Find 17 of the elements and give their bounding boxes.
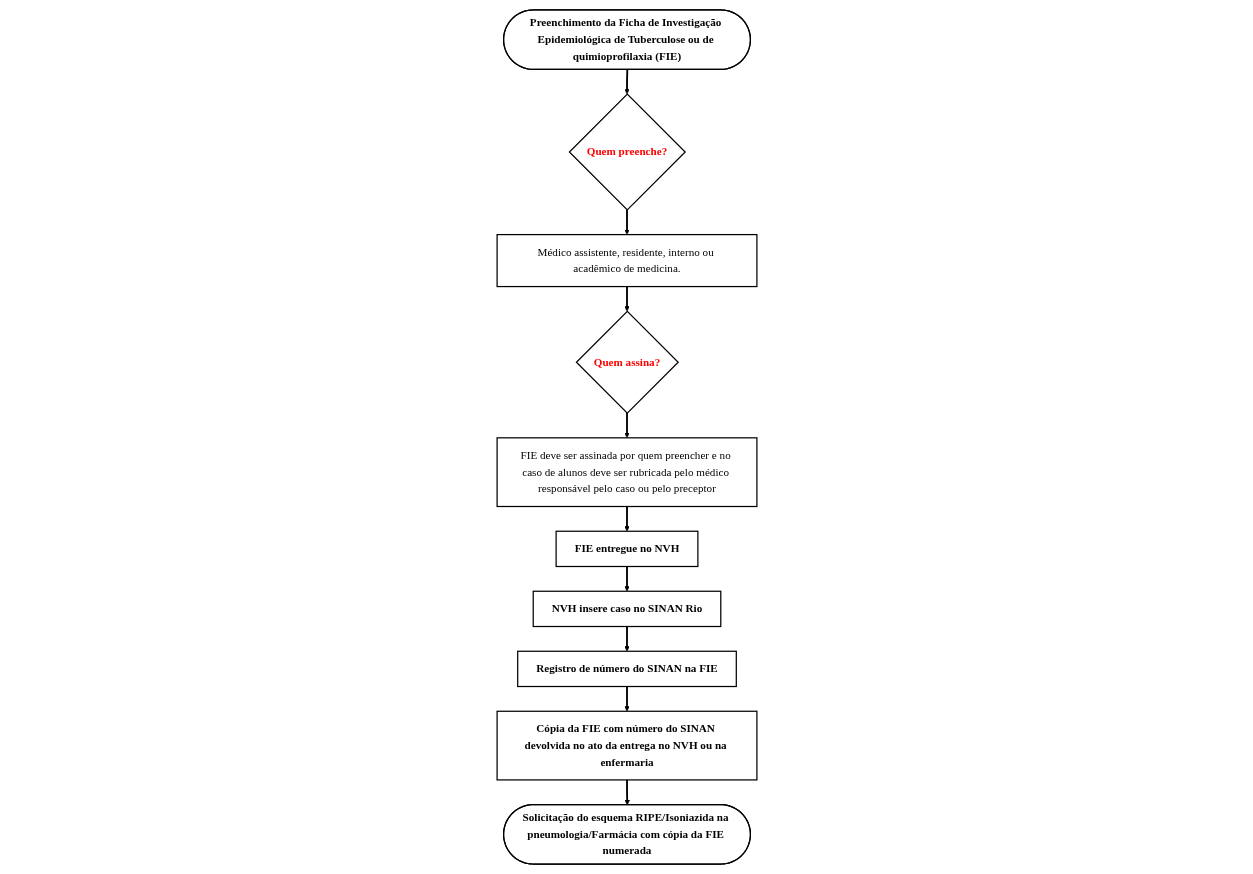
node-box: Registro de número do SINAN na FIE (516, 650, 737, 688)
node-diamond: Quem preenche? (568, 93, 686, 211)
node-box: NVH insere caso no SINAN Rio (532, 590, 721, 628)
arrow (623, 412, 630, 439)
arrow (623, 685, 630, 712)
arrow (623, 505, 630, 532)
arrow (623, 68, 630, 95)
arrow (623, 285, 630, 312)
arrow (623, 779, 630, 806)
arrow (623, 565, 630, 592)
node-box: FIE entregue no NVH (555, 530, 698, 568)
node-box: FIE deve ser assinada por quem preencher e no caso de alunos deve ser rubricada pelo médico responsável pelo caso ou pelo preceptor (495, 437, 758, 508)
arrow (623, 625, 630, 652)
arrow (623, 208, 630, 235)
node-box: Médico assistente, residente, interno ou acadêmico de medicina. (495, 234, 758, 288)
node-diamond: Quem assina? (575, 310, 679, 414)
node-box: Cópia da FIE com número do SINAN devolvida no ato da entrega no NVH ou na enfermaria (495, 710, 758, 781)
